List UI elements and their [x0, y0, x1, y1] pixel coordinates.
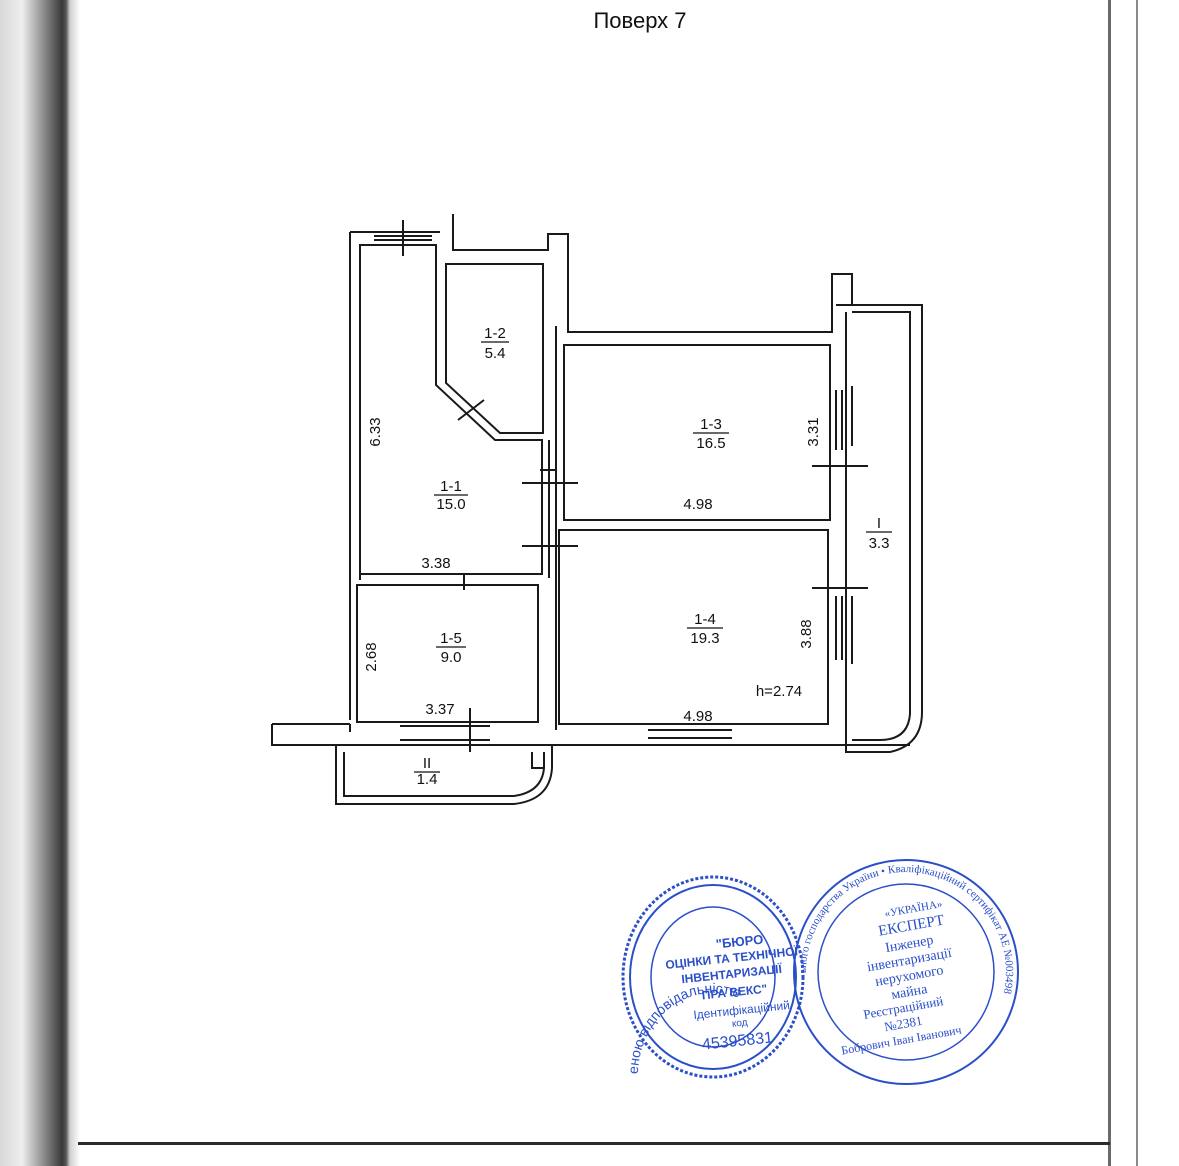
wall-bottom — [271, 723, 910, 746]
balcony-door-1-4 — [812, 587, 868, 660]
balcony-II-outline — [335, 745, 553, 805]
balcony-door-1-3 — [812, 390, 868, 467]
company-stamp-ring: Товариство з обмеженою відповідальністю — [0, 0, 743, 1074]
room-1-5-outline — [356, 584, 539, 723]
company-stamp-line4: ПРА ВЕКС" — [701, 982, 768, 1003]
room-1-5-id: 1-5 — [440, 630, 462, 647]
door-1-2 — [457, 399, 485, 421]
company-stamp-line1: "БЮРО — [715, 932, 764, 952]
room-II-id: II — [423, 755, 431, 772]
ceiling-height: h=2.74 — [756, 683, 802, 700]
room-II-area: 1.4 — [417, 771, 438, 788]
balcony-I-inner — [852, 311, 911, 741]
room-1-5-area: 9.0 — [441, 649, 462, 666]
room-1-3-outline — [563, 344, 831, 521]
company-stamp-line6: код — [731, 1017, 748, 1030]
dim-1-3-width: 4.98 — [683, 496, 712, 513]
binding-shadow — [0, 0, 80, 1166]
window-1-4 — [648, 729, 732, 739]
dim-1-3-height: 3.31 — [805, 417, 822, 446]
room-1-1-area: 15.0 — [436, 496, 465, 513]
dim-1-1-width: 3.38 — [421, 555, 450, 572]
dim-1-1-height: 6.33 — [367, 417, 384, 446]
dim-1-5-width: 3.37 — [425, 701, 454, 718]
page-edge-back — [1136, 0, 1138, 1166]
wall-separator — [548, 326, 557, 730]
balcony-II-inner — [343, 752, 545, 797]
room-I-id: I — [877, 515, 881, 532]
room-1-4-id: 1-4 — [694, 611, 716, 628]
room-1-3-id: 1-3 — [700, 416, 722, 433]
room-1-4-outline — [558, 529, 829, 725]
room-1-4-area: 19.3 — [690, 630, 719, 647]
dim-1-4-height: 3.88 — [798, 619, 815, 648]
dim-1-4-width: 4.98 — [683, 708, 712, 725]
room-1-2-outline — [445, 263, 544, 434]
dim-1-5-height: 2.68 — [363, 642, 380, 671]
expert-stamp-ring: Міністерство регіонального розвитку, буд… — [0, 0, 1015, 995]
page-title: Поверх 7 — [593, 8, 687, 33]
page-edge — [1108, 0, 1111, 1166]
wall-outer — [350, 214, 853, 333]
room-1-2-id: 1-2 — [484, 325, 506, 342]
room-1-1-outline — [359, 244, 543, 575]
balcony-I-outline — [836, 304, 923, 753]
page-bottom-border — [78, 1142, 1110, 1145]
door-1-3 — [522, 469, 578, 484]
expert-stamp — [793, 859, 1019, 1085]
company-stamp — [621, 875, 805, 1079]
window-top — [374, 220, 432, 256]
room-1-3-area: 16.5 — [696, 435, 725, 452]
room-I-area: 3.3 — [869, 535, 890, 552]
expert-stamp-line6: майна — [890, 982, 929, 1003]
window-1-5 — [400, 708, 490, 752]
expert-stamp-line8: №2381 — [883, 1013, 923, 1034]
room-1-2-area: 5.4 — [485, 345, 506, 362]
room-1-1-id: 1-1 — [440, 478, 462, 495]
